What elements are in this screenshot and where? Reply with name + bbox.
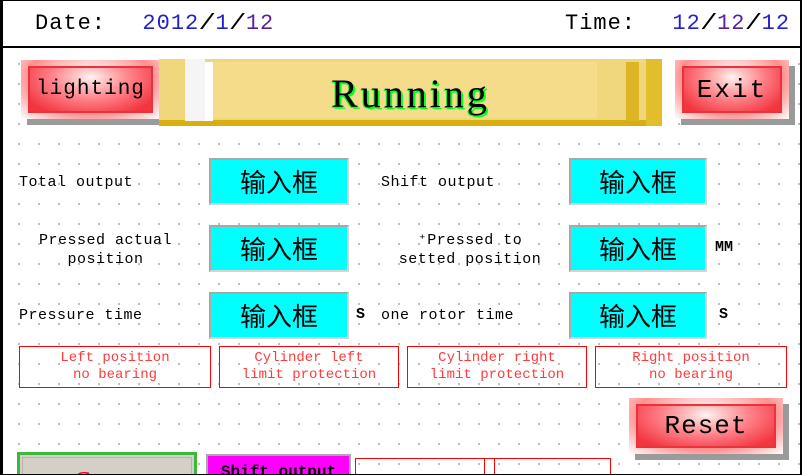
banner-right-edge-inner: [626, 62, 639, 121]
alarm-cylinder-left-limit-protection: Cylinder left limit protection: [219, 346, 399, 388]
unit-pressure-time-seconds: S: [356, 306, 366, 323]
label-pressed-actual-position: Pressed actual position: [38, 232, 173, 268]
label-total-output: Total output: [19, 174, 134, 191]
label-one-rotor-time: one rotor time: [381, 307, 515, 324]
unit-mm: MM: [715, 239, 734, 256]
step-button[interactable]: Step: [17, 452, 197, 475]
time-sep-1: /: [701, 11, 717, 36]
shift-output-to-zero-button[interactable]: Shift output to Zero: [206, 454, 351, 475]
banner-right-edge-outer: [646, 59, 662, 126]
input-pressure-time[interactable]: 输入框: [209, 292, 349, 339]
indicator-grating-switch: Grating switch: [355, 458, 495, 474]
reset-button[interactable]: Reset: [629, 398, 789, 460]
status-banner: Running: [159, 59, 662, 126]
input-shift-output[interactable]: 输入框: [569, 158, 707, 205]
date-day: 12: [245, 11, 275, 36]
unit-rotor-time-seconds: S: [719, 306, 729, 323]
label-shift-output: Shift output: [381, 174, 496, 191]
status-banner-text: Running: [331, 70, 490, 116]
input-pressed-actual-position[interactable]: 输入框: [209, 225, 349, 272]
time-sep-2: /: [746, 11, 761, 36]
date-month: 1: [215, 11, 230, 36]
time-display: Time: 12/12/12: [565, 11, 790, 36]
step-button-label: Step: [75, 464, 140, 475]
work-area: lighting Running Exit Total output 输入框 S…: [3, 48, 800, 474]
lighting-button[interactable]: lighting: [21, 60, 166, 125]
date-sep-1: /: [200, 11, 215, 36]
indicator-safety-door: Safety door: [484, 458, 611, 474]
input-one-rotor-time[interactable]: 输入框: [569, 292, 707, 339]
label-pressed-to-setted-position: ⁺Pressed to setted position: [398, 232, 542, 268]
date-label: Date:: [35, 11, 107, 36]
time-hour: 12: [672, 11, 701, 36]
label-pressure-time: Pressure time: [19, 307, 143, 324]
banner-baseline: [159, 120, 662, 126]
input-pressed-to-setted-position[interactable]: 输入框: [569, 225, 707, 272]
alarm-left-position-no-bearing: Left position no bearing: [19, 346, 211, 388]
lighting-button-label: lighting: [28, 66, 153, 113]
time-label: Time:: [565, 11, 637, 36]
exit-button-label: Exit: [682, 66, 782, 113]
banner-light-bar: [185, 59, 205, 121]
banner-white-bar: [205, 62, 213, 121]
date-sep-2: /: [230, 11, 245, 36]
date-year: 2012: [142, 11, 200, 36]
reset-button-label: Reset: [636, 404, 776, 448]
shift-output-to-zero-label: Shift output to Zero: [220, 463, 337, 475]
exit-button[interactable]: Exit: [675, 60, 795, 125]
date-display: Date: 2012/1/12: [35, 11, 274, 36]
alarm-right-position-no-bearing: Right position no bearing: [595, 346, 787, 388]
input-total-output[interactable]: 输入框: [209, 158, 349, 205]
alarm-cylinder-right-limit-protection: Cylinder right limit protection: [407, 346, 587, 388]
time-second: 12: [761, 11, 791, 36]
time-minute: 12: [717, 11, 746, 36]
banner-inner-panel: [213, 62, 597, 118]
header-bar: Date: 2012/1/12 Time: 12/12/12: [3, 1, 800, 48]
